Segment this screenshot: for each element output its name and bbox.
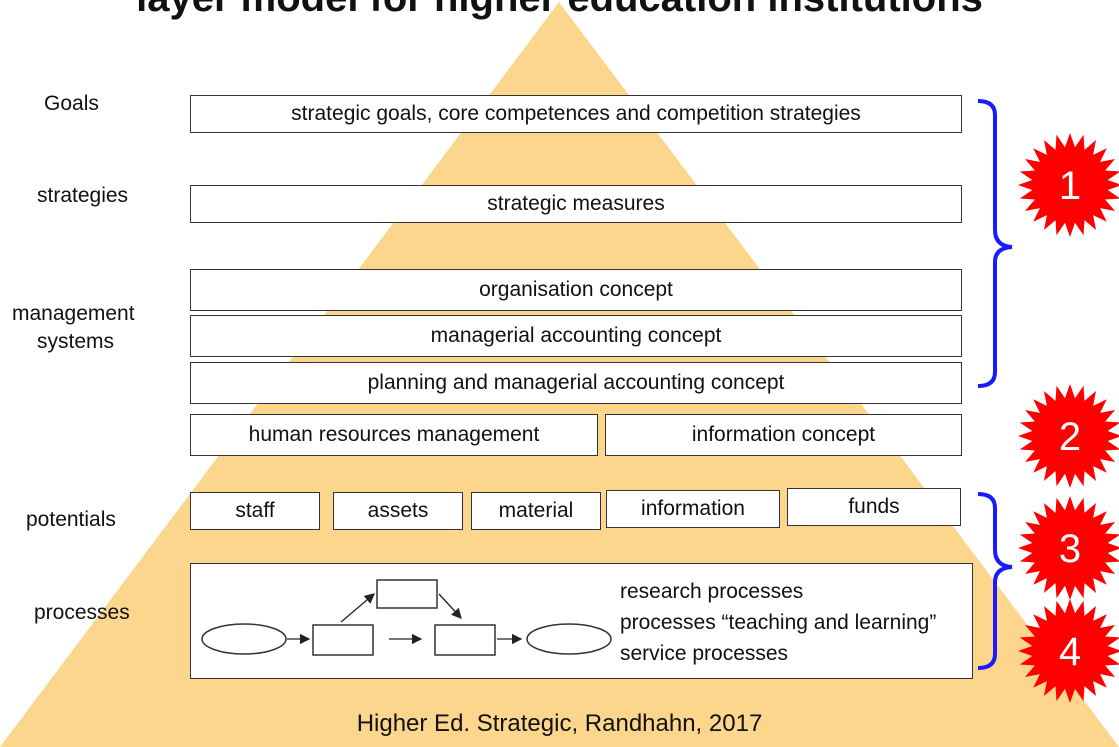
box-strategic-goals: strategic goals, core competences and co… (190, 95, 962, 133)
badge-4: 4 (1018, 599, 1119, 703)
row-label-potentials: potentials (26, 508, 116, 531)
badge-3-number: 3 (1059, 527, 1081, 571)
process-types-list: research processes processes “teaching a… (620, 576, 936, 669)
process-type-research: research processes (620, 580, 804, 603)
box-managerial-accounting-concept: managerial accounting concept (190, 315, 962, 357)
potential-information: information (606, 490, 780, 528)
starburst-shape (1018, 133, 1119, 237)
row-label-processes: processes (34, 601, 130, 624)
process-flow-diagram (201, 579, 612, 656)
badge-2-number: 2 (1059, 415, 1081, 459)
starburst-shape (1018, 599, 1119, 703)
process-start-node (201, 623, 287, 655)
process-type-teaching: processes “teaching and learning” (620, 611, 937, 634)
citation-caption: Higher Ed. Strategic, Randhahn, 2017 (356, 710, 763, 737)
potential-assets: assets (333, 492, 463, 530)
potential-material: material (471, 492, 601, 530)
badge-2: 2 (1018, 384, 1119, 488)
row-label-management: management (12, 302, 135, 325)
potential-funds: funds (787, 488, 961, 526)
box-planning-accounting-concept: planning and managerial accounting conce… (190, 362, 962, 404)
potential-staff: staff (190, 492, 320, 530)
row-label-strategies: strategies (37, 184, 129, 207)
bracket-layer-3-4 (977, 492, 1013, 670)
diagram-title: layer model for higher education institu… (0, 0, 1119, 21)
box-information-concept: information concept (605, 414, 962, 456)
process-step-node (312, 624, 374, 656)
processes-box (190, 563, 973, 679)
bracket-layer-1 (977, 99, 1013, 388)
starburst-shape (1018, 384, 1119, 488)
starburst-shape (1018, 496, 1119, 600)
row-label-systems: systems (37, 330, 115, 353)
badge-1: 1 (1018, 133, 1119, 237)
process-step-node (376, 579, 438, 609)
box-human-resources-management: human resources management (190, 414, 598, 456)
badge-4-number: 4 (1059, 630, 1081, 674)
process-type-service: service processes (620, 642, 789, 665)
box-organisation-concept: organisation concept (190, 269, 962, 311)
process-step-node (434, 624, 496, 656)
box-strategic-measures: strategic measures (190, 185, 962, 223)
process-end-node (526, 623, 612, 655)
badge-1-number: 1 (1059, 164, 1081, 208)
badge-3: 3 (1018, 496, 1119, 600)
row-label-goals: Goals (44, 92, 99, 115)
